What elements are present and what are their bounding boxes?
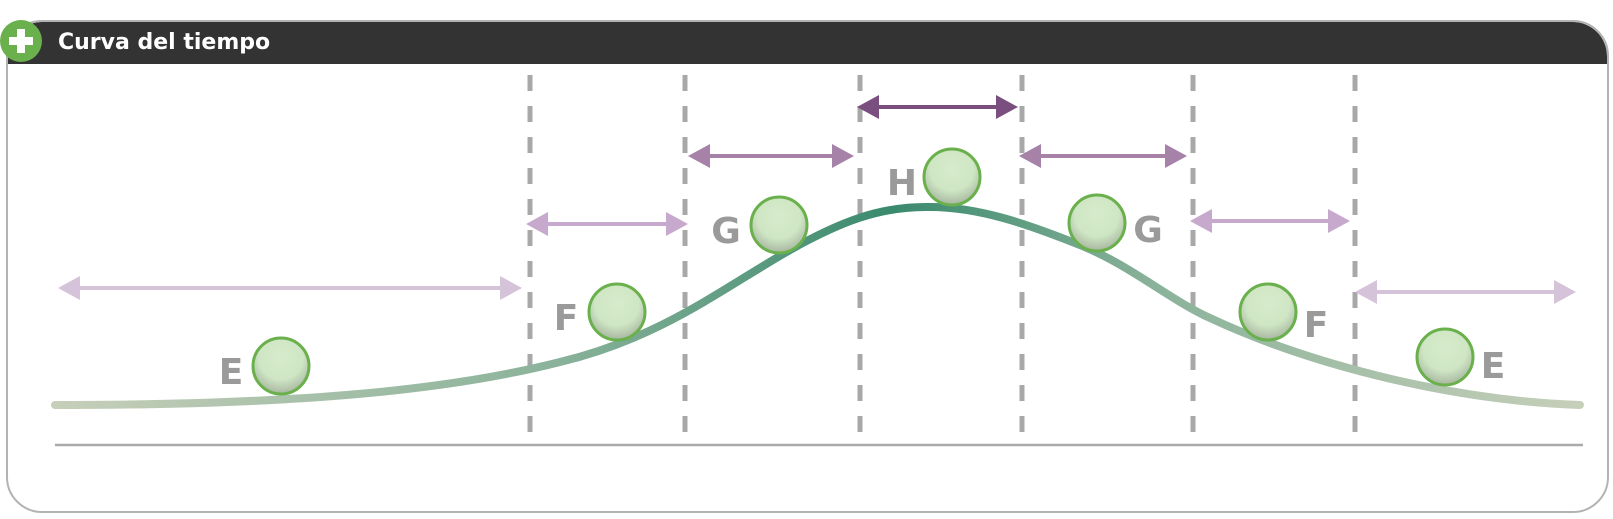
marker-label-e-right: E <box>1481 346 1506 387</box>
marker-label-g-left: G <box>711 211 741 252</box>
plus-icon[interactable] <box>0 20 42 62</box>
arrow-segment-2 <box>526 212 688 236</box>
diagram-card: Curva del tiempo <box>6 20 1609 513</box>
divider-group <box>527 75 1358 445</box>
marker-label-e-left: E <box>219 352 244 393</box>
arrow-segment-6 <box>1190 209 1350 233</box>
arrow-segment-7 <box>1355 280 1576 304</box>
marker-label-f-right: F <box>1304 305 1329 346</box>
ball-f-right <box>1238 282 1298 342</box>
card-header: Curva del tiempo <box>8 22 1607 64</box>
bell-curve <box>51 202 1584 409</box>
ball-h <box>922 147 982 207</box>
ball-e-right <box>1415 327 1475 387</box>
marker-label-g-right: G <box>1133 210 1163 251</box>
arrow-segment-1 <box>58 276 522 300</box>
arrow-segment-3 <box>688 144 854 168</box>
ball-e-left <box>251 336 311 396</box>
marker-label-f-left: F <box>554 298 579 339</box>
plus-glyph <box>9 29 33 53</box>
ball-g-right <box>1067 193 1127 253</box>
ball-g-left <box>749 195 809 255</box>
ball-f-left <box>587 282 647 342</box>
arrow-segment-4 <box>857 95 1018 119</box>
arrow-segment-5 <box>1019 144 1187 168</box>
ball-group <box>251 147 1475 396</box>
marker-label-h: H <box>887 163 917 204</box>
card-title: Curva del tiempo <box>58 30 271 55</box>
